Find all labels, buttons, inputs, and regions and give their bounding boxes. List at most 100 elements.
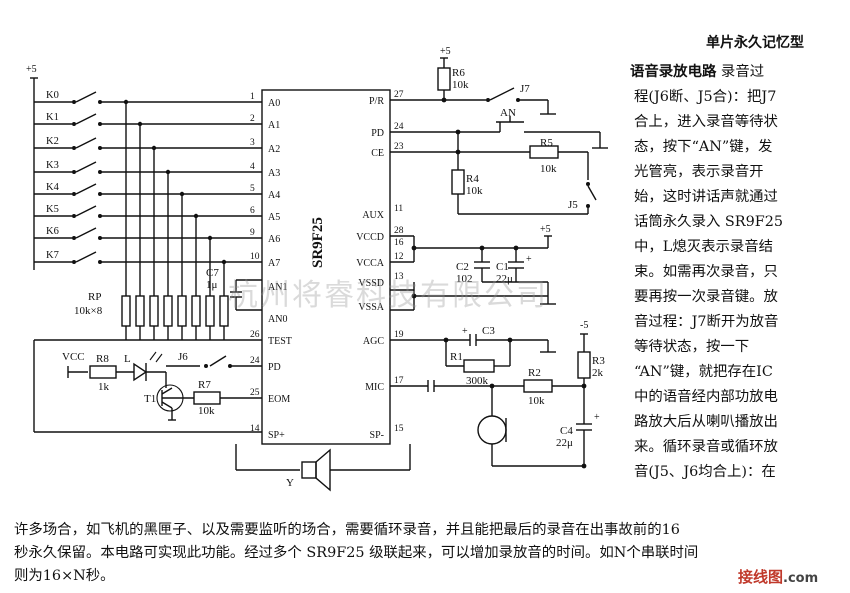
key-label-k5: K5 [46,204,59,215]
site-logo-domain: .com [783,571,819,586]
pin-number-left-1: 2 [250,114,255,124]
pin-number-right-0: 27 [394,90,404,100]
pin-number-right-3: 11 [394,204,403,214]
pin-name-a1: A1 [268,120,280,131]
pin-name-a5: A5 [268,212,280,223]
supply-minus5-label: -5 [580,320,588,331]
pin-name-a6: A6 [268,234,280,245]
c2-label: C2 [456,261,469,273]
description-line: 话筒永久录入 SR9F25 [634,214,784,230]
description-line-text: 录音过 [716,64,765,80]
r4-label: R4 [466,173,479,185]
pin-number-right-7: 13 [394,272,404,282]
r6-value-label: 10k [452,79,469,91]
rp-resistor-1 [135,295,145,327]
key-contact-7 [72,260,76,264]
microphone-icon [477,415,507,445]
c2-value-label: 102 [456,273,473,285]
c4-label: C4 [560,425,573,437]
pin-number-left-4: 5 [250,184,255,194]
pin-number-left-6: 9 [250,228,255,238]
c3-label: C3 [482,325,495,337]
pin-number-left-5: 6 [250,206,255,216]
pin-name-right-pd: PD [371,128,384,139]
ic-body [261,89,391,445]
description-line: 中的语音经内部功放电 [634,389,778,405]
key-contact-0 [72,100,76,104]
pin-number-right-11: 15 [394,424,404,434]
key-label-k3: K3 [46,160,59,171]
r1-value-label: 300k [466,375,489,387]
pin-number-right-1: 24 [394,122,404,132]
rp-resistor-3 [163,295,173,327]
j5-label: J5 [568,199,578,211]
key-blade-6 [75,227,97,239]
c1-plus-label: + [526,254,532,265]
key-contact-1 [72,122,76,126]
key-blade-3 [75,161,97,173]
description-line: 等待状态，按一下 [634,339,750,355]
r7-label: R7 [198,379,211,391]
site-logo: 接线图.com [738,566,818,587]
key-blade-0 [75,91,97,103]
rp-resistor-7 [219,295,229,327]
pin-name-a0: A0 [268,98,280,109]
key-blade-4 [75,183,97,195]
pin-name-eom: EOM [268,394,290,405]
r6-label: R6 [452,67,465,79]
r2-value-label: 10k [528,395,545,407]
vcc-label: VCC [62,351,85,363]
rp-resistor-5 [191,295,201,327]
rp-resistor-4 [177,295,187,327]
description-line: 语音录放电路 录音过 [630,60,764,85]
r8-label: R8 [96,353,109,365]
r4-value-label: 10k [466,185,483,197]
diagram-title: 单片永久记忆型 [706,35,804,51]
r8-value-label: 1k [98,381,110,393]
watermark: 杭州将睿科技有限公司 [228,278,548,313]
description-line: 束。如需再次录音，只 [634,264,778,280]
r5-value-label: 10k [540,163,557,175]
pin-number-right-4: 28 [394,226,404,236]
pin-number-left-12: 25 [250,388,260,398]
pin-name-right-ce: CE [371,148,384,159]
supply-plus5-right-label: +5 [540,224,551,235]
t1-label: T1 [144,393,156,405]
description-line: 始，这时讲话声就通过 [634,189,778,205]
pin-name-a3: A3 [268,168,280,179]
pin-name-right-agc: AGC [363,336,384,347]
description-line: “AN”键，就把存在IC [634,364,773,380]
pin-number-right-2: 23 [394,142,404,152]
key-contact-3 [72,170,76,174]
pin-name-right-mic: MIC [365,382,384,393]
j6-label: J6 [178,351,188,363]
key-label-k4: K4 [46,182,60,193]
pin-name-a2: A2 [268,144,280,155]
supply-plus5-label: +5 [26,64,37,75]
c3-plus-label: + [462,326,468,337]
pin-name-right-vssd: VSSD [358,278,384,289]
pin-name-sp-: SP+ [268,430,285,441]
r5-label: R5 [540,137,553,149]
c7-value-label: 1μ [206,279,218,291]
pin-name-right-aux: AUX [362,210,384,221]
r3-label: R3 [592,355,605,367]
pin-number-left-3: 4 [250,162,255,172]
description-line: 光管亮，表示录音开 [634,164,764,180]
rp-resistor-0 [121,295,131,327]
description-line: 中，L熄灭表示录音结 [634,239,774,255]
key-contact-5 [72,214,76,218]
r7-value-label: 10k [198,405,215,417]
pin-name-an0: AN0 [268,314,287,325]
key-contact-4 [72,192,76,196]
pin-name-right-vccd: VCCD [356,232,384,243]
pin-number-right-6: 12 [394,252,404,262]
rp-label: RP [88,291,101,303]
key-label-k1: K1 [46,112,59,123]
pin-number-right-9: 19 [394,330,404,340]
r3-value-label: 2k [592,367,604,379]
key-label-k7: K7 [46,250,59,261]
description-line: 程(J6断、J5合)：把J7 [634,89,777,105]
pin-number-left-10: 26 [250,330,260,340]
